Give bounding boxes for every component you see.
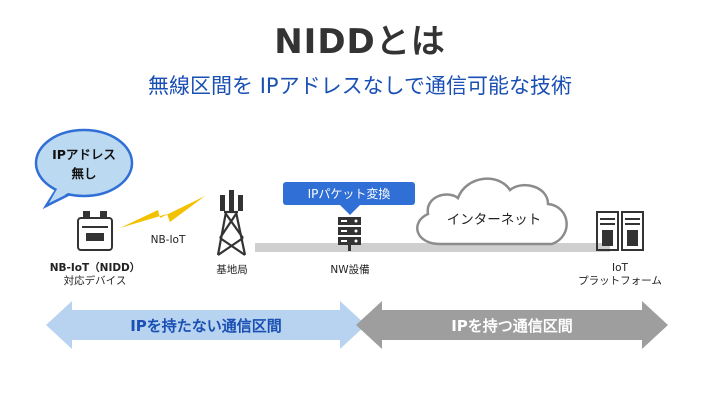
ip-conversion-badge: IPパケット変換 (283, 182, 415, 215)
ip-section-arrow (356, 301, 668, 349)
page-title: NIDDとは (274, 22, 446, 62)
no-ip-section-label: IPを持たない通信区間 (130, 317, 282, 335)
iot-platform-label: IoT プラットフォーム (570, 262, 670, 288)
iot-platform-server-icon (596, 211, 644, 251)
iot-platform-label-line2: プラットフォーム (578, 275, 662, 287)
base-station-label: 基地局 (216, 264, 248, 276)
base-station-tower-icon (216, 190, 247, 256)
ground-line (255, 243, 610, 252)
internet-cloud-icon: インターネット (416, 177, 568, 246)
no-ip-bubble: IPアドレス 無し (34, 128, 134, 210)
page-subtitle: 無線区間を IPアドレスなしで通信可能な技術 (148, 74, 572, 98)
ip-section-label: IPを持つ通信区間 (451, 317, 573, 335)
device-label-line2: 対応デバイス (63, 275, 127, 287)
device-label: NB-IoT（NIDD） 対応デバイス (30, 262, 160, 288)
iot-platform-label-line1: IoT (612, 262, 628, 274)
wireless-lightning-icon (120, 196, 205, 228)
internet-label: インターネット (447, 212, 542, 228)
nbiot-device-icon (77, 211, 113, 251)
bubble-line1: IPアドレス (52, 147, 116, 162)
no-ip-section-arrow (46, 301, 366, 349)
device-label-line1: NB-IoT（NIDD） (49, 262, 141, 274)
server-rack-icon (338, 217, 361, 251)
nbiot-link-label: NB-IoT (151, 234, 186, 246)
nw-equipment-label: NW設備 (330, 264, 370, 276)
ip-conversion-label: IPパケット変換 (308, 186, 391, 201)
bubble-line2: 無し (71, 166, 96, 181)
